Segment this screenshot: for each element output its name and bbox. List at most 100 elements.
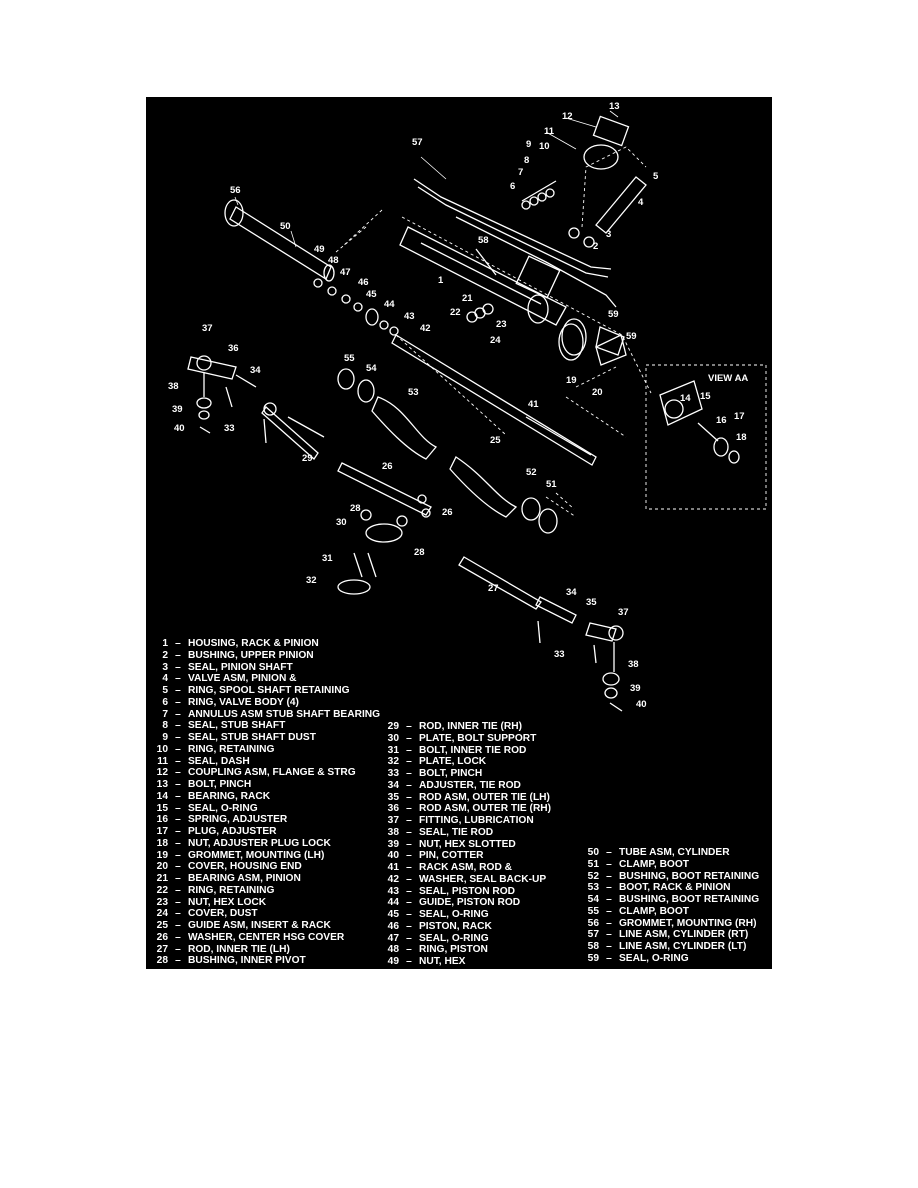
legend-item-name: RING, PISTON: [419, 944, 488, 956]
legend-item-name: BUSHING, BOOT RETAINING: [619, 870, 760, 882]
callout-4: 4: [638, 197, 644, 208]
legend-item-number: 26: [156, 931, 168, 943]
legend-item-number: 52: [587, 870, 599, 882]
legend-item: 30–PLATE, BOLT SUPPORT: [383, 733, 551, 745]
grommet-cover: [561, 318, 625, 356]
legend-item: 58–LINE ASM, CYLINDER (LT): [583, 941, 759, 953]
legend-item-name: SEAL, DASH: [188, 755, 250, 767]
legend-item-name: HOUSING, RACK & PINION: [188, 638, 319, 649]
legend-item-separator: –: [175, 837, 181, 849]
legend-item: 33–BOLT, PINCH: [383, 768, 551, 780]
legend-item-number: 25: [156, 920, 168, 931]
legend-item-separator: –: [175, 673, 181, 685]
legend-item-number: 23: [156, 896, 168, 908]
legend-item-name: TUBE ASM, CYLINDER: [619, 847, 730, 858]
callout-13: 13: [609, 101, 620, 112]
legend-item-separator: –: [175, 931, 181, 943]
callout-26: 26: [442, 507, 453, 518]
legend-item-separator: –: [175, 826, 181, 837]
legend-item-number: 1: [162, 638, 168, 649]
callout-50: 50: [280, 221, 291, 232]
legend-item: 57–LINE ASM, CYLINDER (RT): [583, 929, 759, 941]
legend-item-name: COVER, DUST: [188, 908, 258, 920]
legend-item-separator: –: [406, 873, 412, 885]
callout-40: 40: [636, 699, 647, 710]
legend-item-name: ROD ASM, OUTER TIE (LH): [419, 791, 550, 803]
callout-46: 46: [358, 277, 369, 288]
legend-item-name: SPRING, ADJUSTER: [188, 814, 288, 826]
legend-item-number: 51: [587, 858, 599, 870]
callout-37: 37: [202, 323, 213, 334]
legend-item-number: 56: [587, 917, 599, 929]
legend-item: 28–BUSHING, INNER PIVOT: [152, 955, 380, 967]
legend-item-separator: –: [175, 884, 181, 896]
view-aa-label: VIEW AA: [708, 373, 748, 384]
pinion-bearing-cluster: [466, 294, 627, 366]
legend-item-separator: –: [406, 779, 412, 791]
legend-item: 48–RING, PISTON: [383, 944, 551, 956]
legend-item-separator: –: [406, 920, 412, 932]
legend-item: 54–BUSHING, BOOT RETAINING: [583, 894, 760, 906]
legend-item-separator: –: [175, 708, 181, 720]
callout-34: 34: [566, 587, 577, 598]
legend-item-separator: –: [406, 791, 412, 803]
legend-item-number: 32: [387, 756, 399, 768]
legend-item: 14–BEARING, RACK: [152, 791, 380, 803]
legend-item-name: LINE ASM, CYLINDER (LT): [619, 941, 747, 952]
legend-item-name: SEAL, PISTON ROD: [419, 885, 516, 897]
legend-item-name: FITTING, LUBRICATION: [419, 815, 534, 826]
legend-item-number: 53: [587, 882, 599, 894]
callout-18: 18: [736, 432, 747, 443]
legend-item-number: 20: [156, 861, 168, 873]
legend-item: 7–ANNULUS ASM STUB SHAFT BEARING: [152, 709, 380, 721]
legend-item-number: 12: [156, 767, 168, 779]
legend-item-separator: –: [175, 943, 181, 955]
callout-51: 51: [546, 479, 557, 490]
legend-item: 45–SEAL, O-RING: [383, 909, 551, 921]
legend-item-number: 39: [387, 838, 399, 850]
legend-item: 6–RING, VALVE BODY (4): [152, 697, 380, 709]
callout-11: 11: [544, 126, 555, 137]
callout-28: 28: [414, 547, 425, 558]
legend-item-number: 40: [387, 850, 399, 862]
legend-item-separator: –: [406, 850, 412, 862]
legend-item: 22–RING, RETAINING: [152, 885, 380, 897]
legend-item-name: PLUG, ADJUSTER: [188, 826, 277, 837]
legend-item-separator: –: [175, 638, 181, 649]
legend-item-separator: –: [406, 744, 412, 756]
legend-item-number: 29: [387, 721, 399, 732]
legend-item-separator: –: [406, 756, 412, 768]
legend-item-separator: –: [175, 779, 181, 790]
legend-item: 46–PISTON, RACK: [383, 921, 551, 933]
valve-assembly: [521, 115, 647, 248]
callout-59: 59: [626, 331, 637, 342]
callout-31: 31: [322, 553, 333, 564]
legend-item: 49–NUT, HEX: [383, 956, 551, 968]
legend-item-name: BOLT, PINCH: [419, 768, 483, 779]
legend-item-separator: –: [406, 815, 412, 826]
legend-item-number: 44: [387, 897, 399, 909]
callout-52: 52: [526, 467, 537, 478]
legend-item-separator: –: [606, 870, 612, 882]
legend-item-name: PIN, COTTER: [419, 850, 484, 862]
legend-item: 32–PLATE, LOCK: [383, 756, 551, 768]
legend-item-number: 24: [156, 908, 168, 920]
legend-item-name: CLAMP, BOOT: [619, 858, 689, 870]
callout-33: 33: [554, 649, 565, 660]
legend-item-number: 7: [162, 708, 168, 720]
legend-item-name: BEARING ASM, PINION: [188, 873, 301, 884]
legend-item: 23–NUT, HEX LOCK: [152, 897, 380, 909]
callout-22: 22: [450, 307, 461, 318]
legend-item-name: GROMMET, MOUNTING (RH): [619, 917, 757, 929]
callout-9: 9: [526, 139, 531, 150]
legend-item-number: 15: [156, 802, 168, 814]
piston-seal-stack: [313, 278, 399, 336]
legend-item-name: SEAL, O-RING: [419, 909, 489, 920]
callout-7: 7: [518, 167, 523, 178]
legend-item: 52–BUSHING, BOOT RETAINING: [583, 870, 760, 883]
legend-item-name: RING, SPOOL SHAFT RETAINING: [188, 685, 350, 696]
legend-item-number: 47: [387, 932, 399, 944]
legend-item-name: NUT, HEX: [419, 956, 466, 967]
callout-26: 26: [382, 461, 393, 472]
legend-item-number: 2: [162, 649, 168, 661]
